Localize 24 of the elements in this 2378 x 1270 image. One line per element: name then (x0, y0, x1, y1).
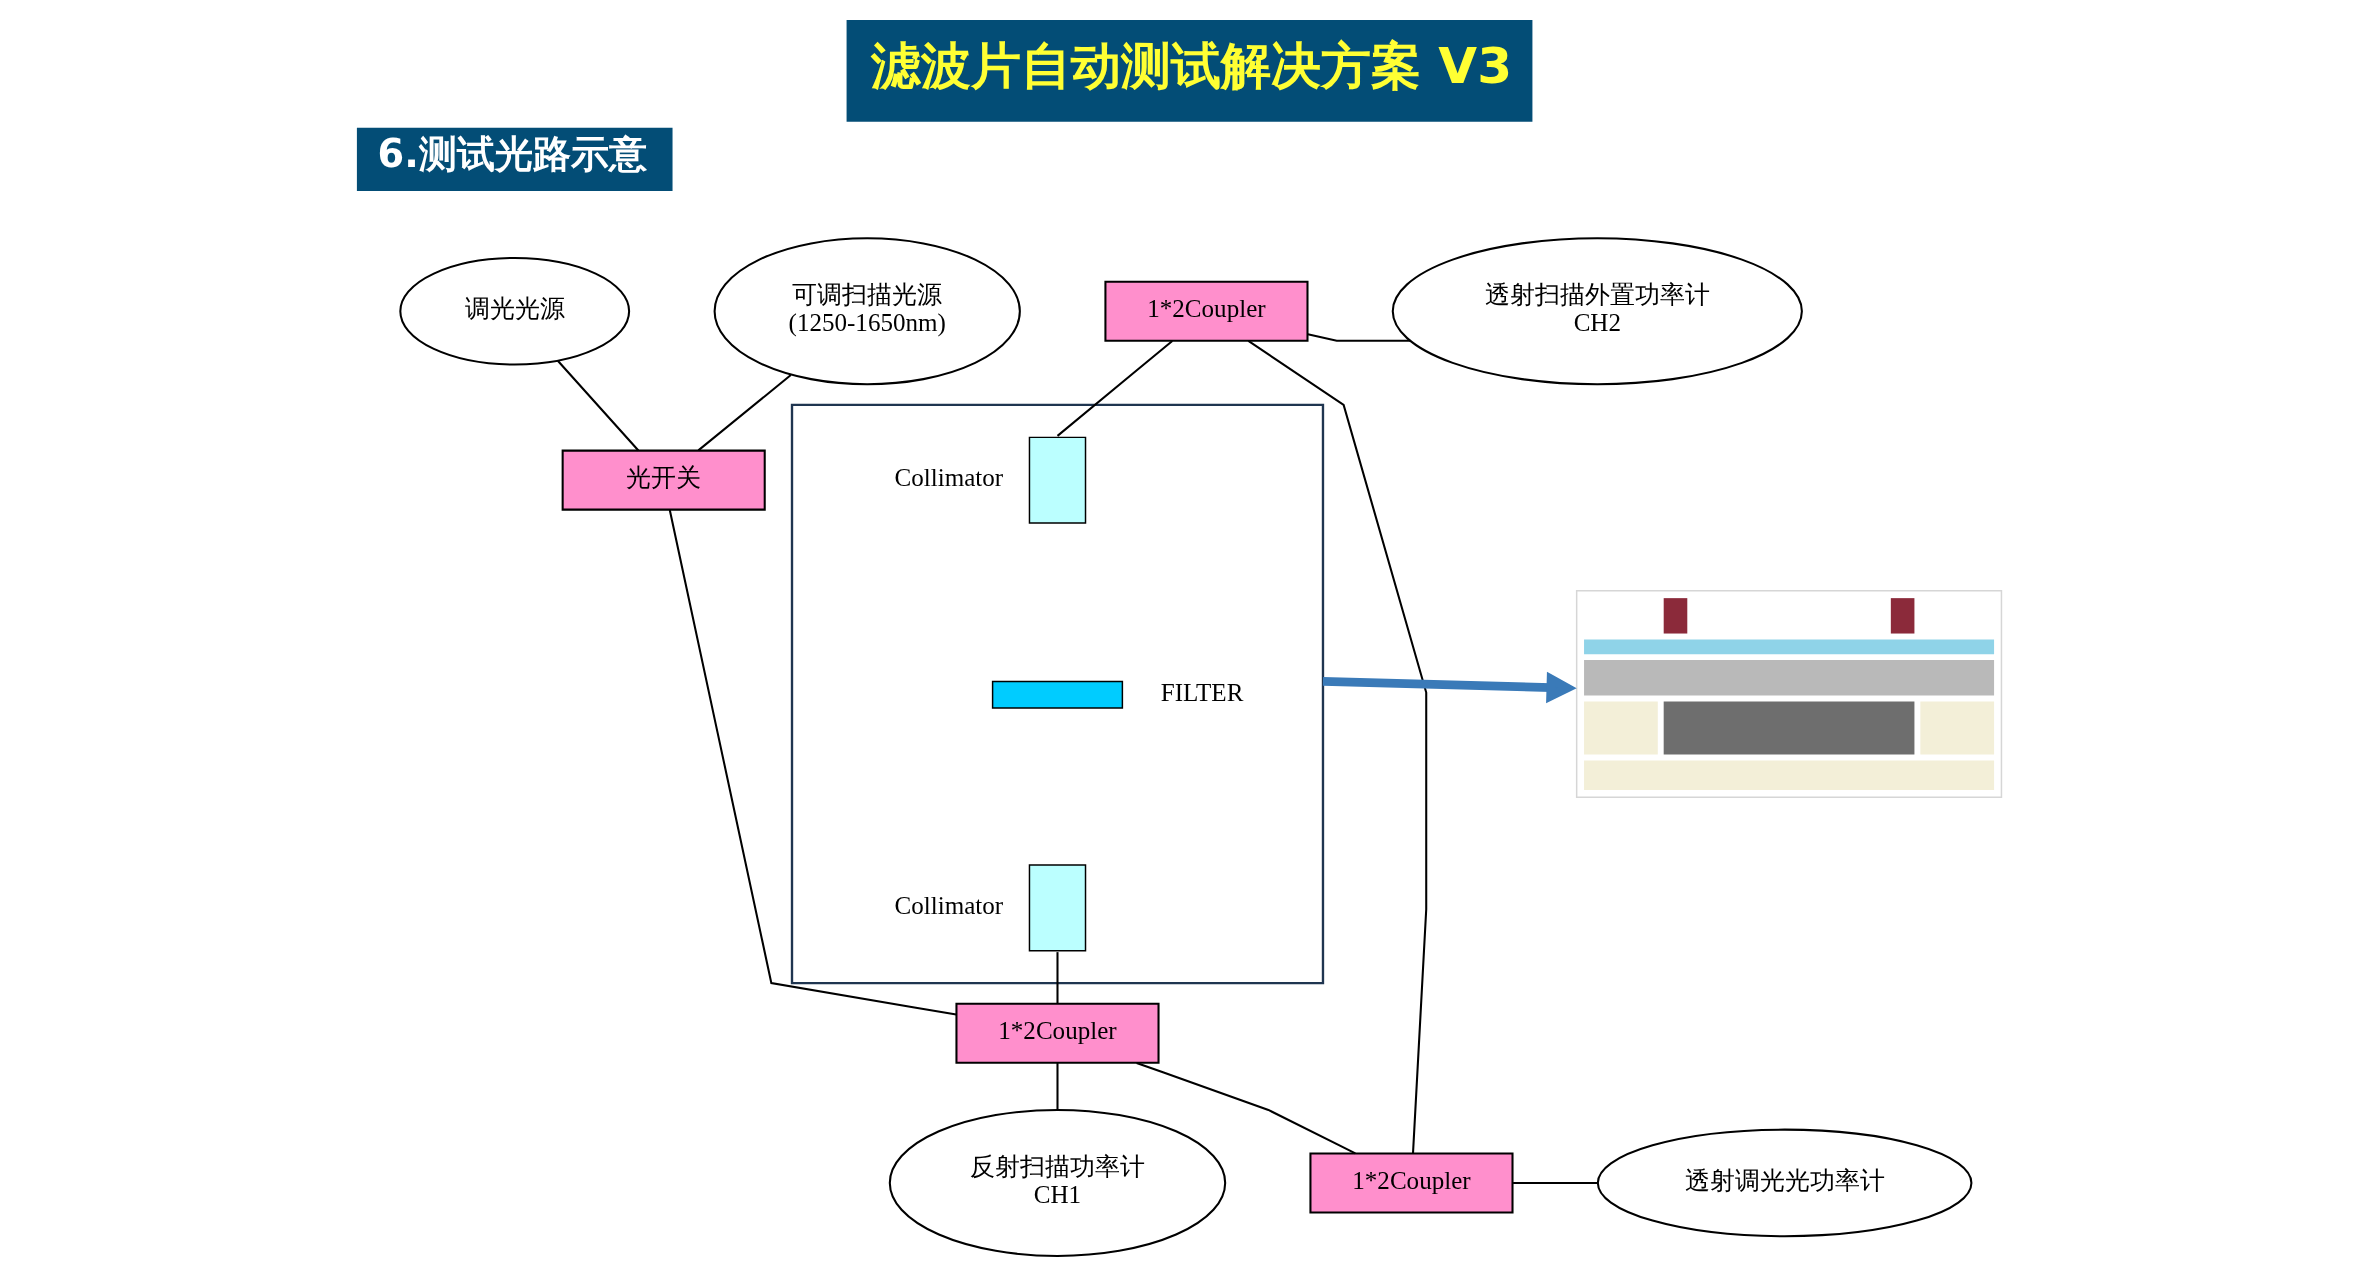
node-label: Collimator (894, 464, 1003, 492)
connector (1512, 1181, 1597, 1184)
connector (668, 509, 956, 1016)
connector (1056, 340, 1173, 437)
connector (1055, 952, 1058, 1004)
connector (1135, 1061, 1356, 1155)
node-box: 光开关 (561, 449, 766, 511)
node-ellipse: 反射扫描功率计 CH1 (888, 1108, 1226, 1257)
node-box: 1*2Coupler (1308, 1152, 1514, 1214)
node-box: 1*2Coupler (1103, 280, 1308, 342)
node-label: FILTER (1160, 678, 1243, 706)
connector (1247, 340, 1427, 1154)
label: 6.测试光路示意 (377, 131, 647, 177)
diagram-title: 滤波片自动测试解决方案 V3 (870, 35, 1512, 95)
connector (1307, 333, 1410, 342)
node-ellipse: 调光光源 (398, 256, 630, 366)
node-label: Collimator (894, 891, 1003, 919)
connector (1055, 1063, 1058, 1110)
node-ellipse: 透射扫描外置功率计 CH2 (1391, 237, 1803, 386)
node-ellipse: 透射调光光功率计 (1596, 1128, 1972, 1238)
arrow (1322, 671, 1577, 704)
connector (556, 360, 639, 452)
node-ellipse: 可调扫描光源 (1250-1650nm) (713, 237, 1021, 386)
node-box: 1*2Coupler (954, 1002, 1160, 1064)
